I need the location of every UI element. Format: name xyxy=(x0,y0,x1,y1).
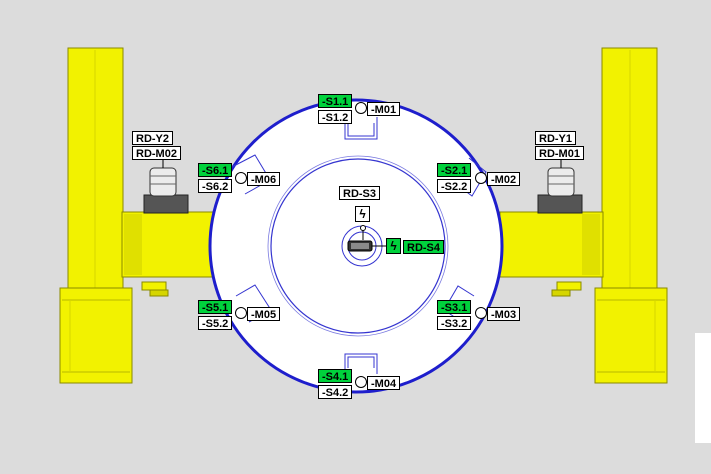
station4-sensor-off: -S4.2 xyxy=(318,385,353,399)
station3-motor-label: -M03 xyxy=(487,307,521,321)
right-valve-label-bottom: RD-M01 xyxy=(535,146,584,160)
station3-sensor-off: -S3.2 xyxy=(437,316,472,330)
station5-motor-label: -M05 xyxy=(247,307,281,321)
right-valve-body xyxy=(537,194,583,214)
station4-sensor-on: -S4.1 xyxy=(318,369,353,383)
left-valve-label-top: RD-Y2 xyxy=(132,131,174,145)
rotary-drum xyxy=(208,98,504,394)
station1-motor-label: -M01 xyxy=(367,102,401,116)
left-cylinder-assembly xyxy=(59,47,221,384)
left-valve xyxy=(143,160,189,214)
edge-panel xyxy=(695,333,711,443)
motor-indicators xyxy=(235,102,487,388)
left-valve-label-bottom: RD-M02 xyxy=(132,146,181,160)
center-sensor-label-s4: RD-S4 xyxy=(403,240,445,254)
motor-indicator-m02 xyxy=(475,172,487,184)
right-cylinder-assembly xyxy=(499,47,668,384)
right-arm-hatch xyxy=(582,214,600,275)
left-valve-head xyxy=(149,167,177,197)
station2-sensor-on: -S2.1 xyxy=(437,163,472,177)
motor-indicator-m06 xyxy=(235,172,247,184)
center-sensor-label-s3: RD-S3 xyxy=(339,186,381,200)
right-valve-label-top: RD-Y1 xyxy=(535,131,577,145)
right-valve xyxy=(537,160,583,214)
lightning-bolt-icon: ϟ xyxy=(355,206,370,222)
station4-motor-label: -M04 xyxy=(367,376,401,390)
station6-sensor-off: -S6.2 xyxy=(198,179,233,193)
station1-sensor-off: -S1.2 xyxy=(318,110,353,124)
motor-indicator-m05 xyxy=(235,307,247,319)
motor-indicator-m01 xyxy=(355,102,367,114)
motor-indicator-m04 xyxy=(355,376,367,388)
left-base xyxy=(59,287,133,384)
drum-inner-ring xyxy=(270,158,446,334)
motor-indicator-m03 xyxy=(475,307,487,319)
lightning-bolt-icon: ϟ xyxy=(386,238,401,254)
station3-sensor-on: -S3.1 xyxy=(437,300,472,314)
right-valve-head xyxy=(547,167,575,197)
station2-motor-label: -M02 xyxy=(487,172,521,186)
station6-sensor-on: -S6.1 xyxy=(198,163,233,177)
station5-sensor-on: -S5.1 xyxy=(198,300,233,314)
left-arm-hatch xyxy=(124,214,142,275)
station2-sensor-off: -S2.2 xyxy=(437,179,472,193)
station5-sensor-off: -S5.2 xyxy=(198,316,233,330)
station1-sensor-on: -S1.1 xyxy=(318,94,353,108)
right-base xyxy=(594,287,668,384)
station6-motor-label: -M06 xyxy=(247,172,281,186)
left-valve-body xyxy=(143,194,189,214)
